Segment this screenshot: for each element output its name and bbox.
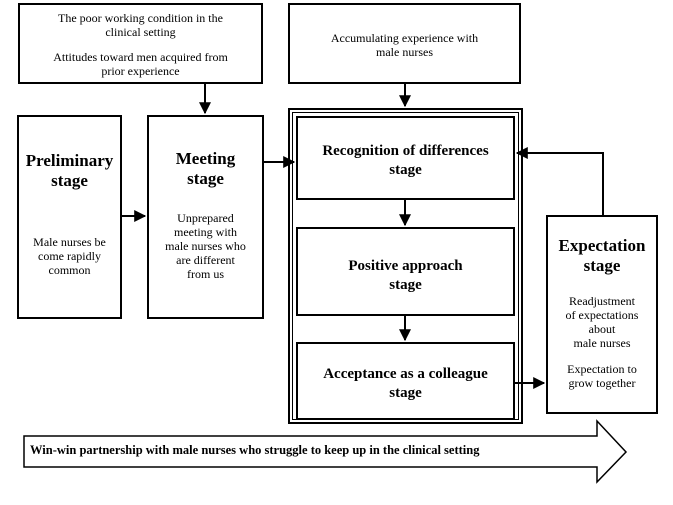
expectation-body-1: Readjustment <box>569 294 635 308</box>
experience-note-box: Accumulating experience with male nurses <box>288 3 521 84</box>
expectation-body-2: of expectations <box>565 308 639 322</box>
positive-title-2: stage <box>389 277 422 293</box>
meeting-body-4: are different <box>176 253 235 267</box>
expectation-body-6: grow together <box>568 376 636 390</box>
partnership-banner-text: Win-win partnership with male nurses who… <box>30 443 480 457</box>
preliminary-title-1: Preliminary <box>25 151 114 170</box>
conditions-line-2: clinical setting <box>105 25 176 39</box>
conditions-line-3: Attitudes toward men acquired from <box>53 50 228 64</box>
acceptance-title-1: Acceptance as a colleague <box>323 366 488 382</box>
recognition-title-1: Recognition of differences <box>322 143 489 159</box>
expectation-body-3: about <box>588 322 616 336</box>
expectation-title-1: Expectation <box>558 236 646 255</box>
meeting-title-1: Meeting <box>175 149 236 168</box>
preliminary-title-2: stage <box>51 171 88 190</box>
recognition-title-2: stage <box>389 162 422 178</box>
meeting-body-1: Unprepared <box>177 211 234 225</box>
meeting-body-5: from us <box>187 267 224 281</box>
recognition-stage-box: Recognition of differences stage <box>296 116 515 200</box>
conditions-line-4: prior experience <box>101 64 180 78</box>
positive-title-1: Positive approach <box>348 258 463 274</box>
acceptance-title-2: stage <box>389 385 422 401</box>
expectation-stage-box: Expectation stage Readjustment of expect… <box>546 215 658 414</box>
meeting-body-3: male nurses who <box>165 239 246 253</box>
preliminary-stage-box: Preliminary stage Male nurses be come ra… <box>17 115 122 319</box>
experience-line-1: Accumulating experience with <box>330 31 479 45</box>
expectation-body-4: male nurses <box>573 336 631 350</box>
positive-approach-stage-box: Positive approach stage <box>296 227 515 316</box>
experience-line-2: male nurses <box>376 45 433 59</box>
preliminary-body-1: Male nurses be <box>33 235 106 249</box>
acceptance-stage-box: Acceptance as a colleague stage <box>296 342 515 420</box>
partnership-banner-arrow <box>23 419 628 484</box>
conditions-line-1: The poor working condition in the <box>58 11 223 25</box>
expectation-title-2: stage <box>583 256 621 275</box>
meeting-title-2: stage <box>187 169 224 188</box>
conditions-note-box: The poor working condition in the clinic… <box>18 3 263 84</box>
preliminary-body-2: come rapidly <box>38 249 101 263</box>
meeting-body-2: meeting with <box>174 225 237 239</box>
expectation-body-5: Expectation to <box>567 362 637 376</box>
preliminary-body-3: common <box>48 263 91 277</box>
meeting-stage-box: Meeting stage Unprepared meeting with ma… <box>147 115 264 319</box>
arrow-expectation-to-recognition <box>515 147 604 215</box>
central-stages-group <box>288 108 523 424</box>
